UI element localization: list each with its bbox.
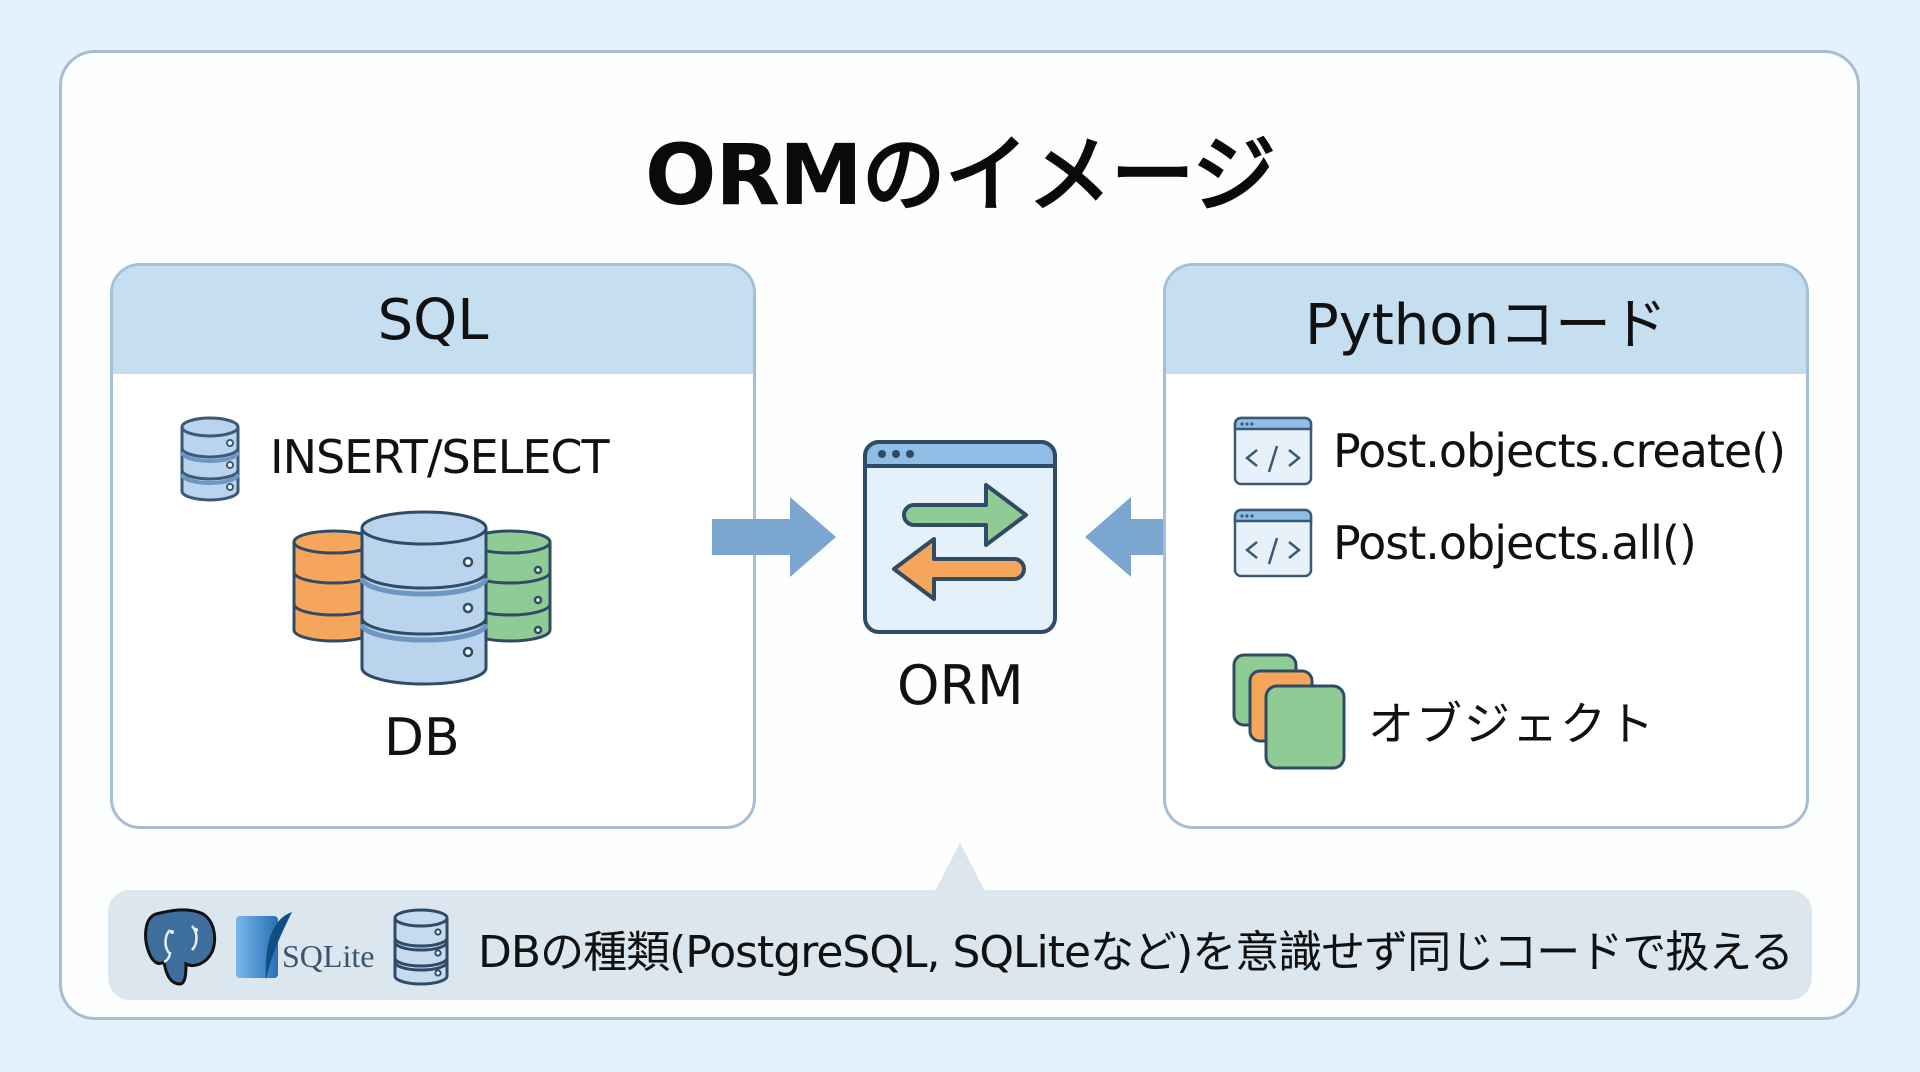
query-label: INSERT/SELECT <box>270 430 610 484</box>
database-icon <box>393 908 449 986</box>
sqlite-logo-text: SQLite <box>282 938 375 974</box>
sql-panel-header: SQL <box>113 266 753 374</box>
database-cluster-icon <box>292 510 552 686</box>
stacked-objects-icon <box>1232 653 1346 770</box>
postgresql-elephant-icon <box>144 908 217 986</box>
callout-pointer <box>935 843 985 891</box>
code-item-all: Post.objects.all() <box>1333 516 1697 570</box>
bottom-note-bar <box>108 890 1812 1000</box>
orm-label: ORM <box>897 654 1024 717</box>
db-label: DB <box>384 708 460 768</box>
arrow-left-icon <box>1085 497 1209 577</box>
page-title: ORMのイメージ <box>644 126 1276 224</box>
database-small-icon <box>180 416 240 502</box>
orm-window-exchange-icon <box>863 440 1057 634</box>
code-window-icon <box>1233 416 1313 486</box>
code-window-icon <box>1233 508 1313 578</box>
object-label: オブジェクト <box>1368 697 1656 751</box>
code-item-create: Post.objects.create() <box>1333 424 1786 478</box>
arrow-right-icon <box>712 497 836 577</box>
bottom-note-text: DBの種類(PostgreSQL, SQLiteなど)を意識せず同じコードで扱え… <box>478 927 1794 978</box>
python-panel-header: Pythonコード <box>1166 266 1806 374</box>
sqlite-feather-icon <box>236 912 292 980</box>
